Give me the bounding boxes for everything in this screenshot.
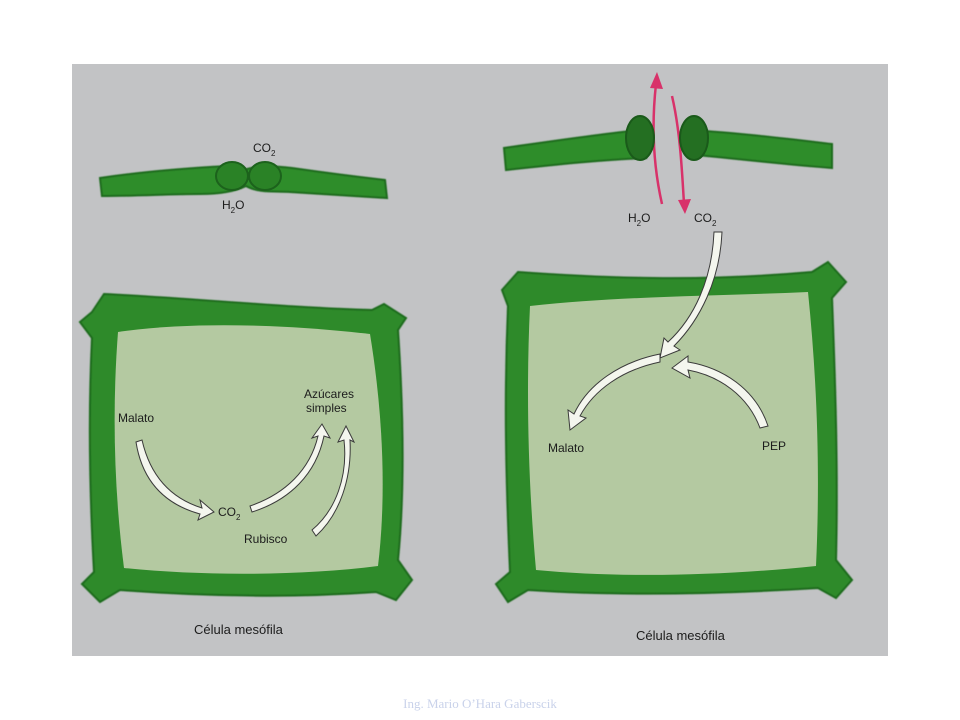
right-caption: Célula mesófila xyxy=(636,628,726,643)
left-azucares-label: Azúcares xyxy=(304,387,354,401)
left-caption: Célula mesófila xyxy=(194,622,284,637)
left-guard-cell-2 xyxy=(248,161,282,191)
left-guard-cell-1 xyxy=(215,161,249,191)
left-co2-sub: 2 xyxy=(236,513,241,522)
svg-text:CO2: CO2 xyxy=(218,505,241,522)
svg-text:CO2: CO2 xyxy=(253,141,276,158)
svg-text:H2O: H2O xyxy=(628,211,650,228)
right-malato-label: Malato xyxy=(548,441,584,455)
right-epidermis-strip-2 xyxy=(685,128,833,170)
right-co2-sub: 2 xyxy=(712,219,717,228)
left-co2-label: CO xyxy=(218,505,236,519)
left-co2-top-label: CO xyxy=(253,141,271,155)
left-h2o-tail: O xyxy=(235,198,244,212)
left-arrow-rubisco-to-azucares xyxy=(311,424,356,537)
left-simples-label: simples xyxy=(306,401,347,415)
svg-text:H2O: H2O xyxy=(222,198,244,215)
left-co2-top-sub: 2 xyxy=(271,149,276,158)
svg-text:CO2: CO2 xyxy=(694,211,717,228)
right-cytoplasm xyxy=(528,292,818,575)
right-panel: H2O CO2 Malato PEP Célula mesófila xyxy=(494,72,854,643)
left-h2o-label: H xyxy=(222,198,231,212)
right-arrow-co2-in xyxy=(659,231,723,359)
left-panel: CO2 H2O Malato Azúcares simples CO2 Rubi… xyxy=(78,141,414,637)
right-arrow-pep-to-center xyxy=(671,355,769,429)
right-guard-cell-1 xyxy=(625,115,655,161)
right-h2o-tail: O xyxy=(641,211,650,225)
right-arrow-center-to-malato xyxy=(567,353,661,431)
pink-arrow-co2-in xyxy=(670,95,686,205)
footer-credit: Ing. Mario O’Hara Gaberscik xyxy=(403,696,557,711)
right-co2-label: CO xyxy=(694,211,712,225)
right-pep-label: PEP xyxy=(762,439,786,453)
left-malato-label: Malato xyxy=(118,411,154,425)
left-rubisco-label: Rubisco xyxy=(244,532,288,546)
pink-arrow-co2-in-head xyxy=(678,199,691,214)
left-cytoplasm xyxy=(114,325,383,574)
right-h2o-label: H xyxy=(628,211,637,225)
pink-arrow-h2o-out-head xyxy=(650,72,663,89)
left-arrow-malato-to-co2 xyxy=(135,439,215,521)
right-guard-cell-2 xyxy=(679,115,709,161)
left-h2o-sub: 2 xyxy=(231,206,236,215)
left-arrow-co2-to-azucares xyxy=(249,423,332,513)
right-h2o-sub: 2 xyxy=(637,219,642,228)
